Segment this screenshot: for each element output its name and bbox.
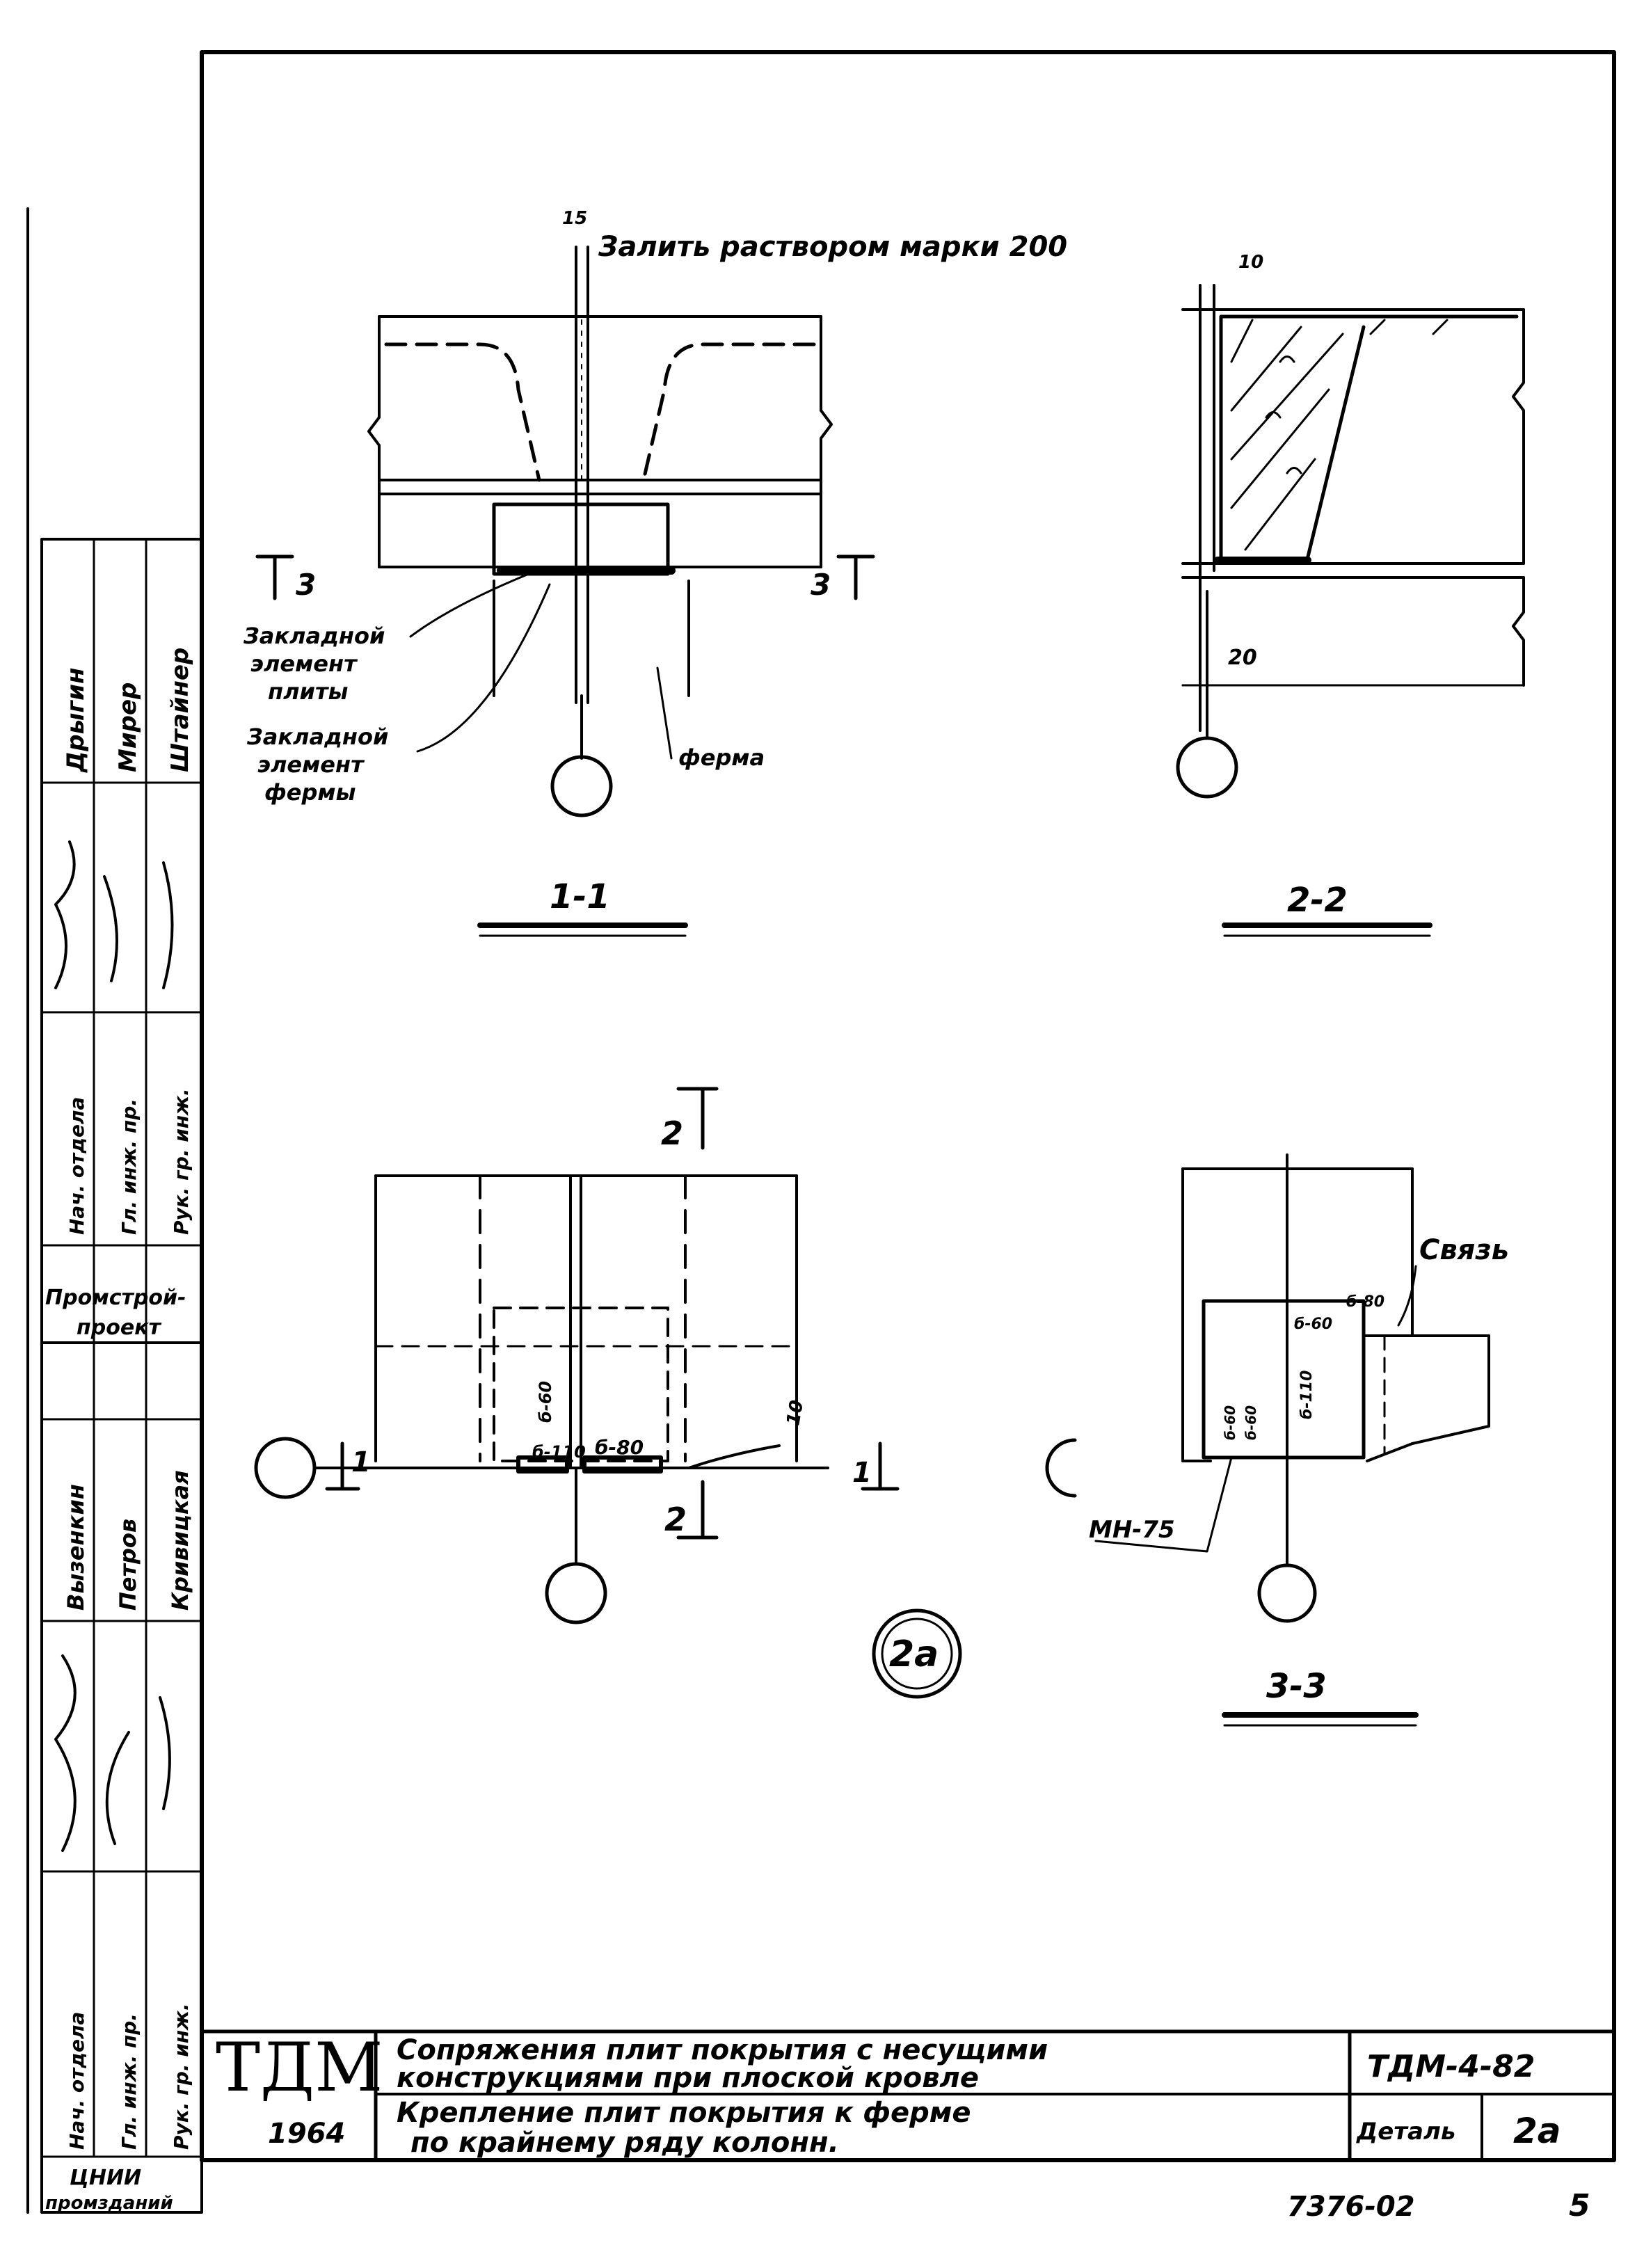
side-stamp: Дрыгин Мирер Штайнер Нач. отдела Гл. инж… (40, 538, 203, 2214)
cut-mark-3-right: 3 (811, 568, 831, 602)
signatures-bottom (54, 1654, 171, 1852)
plan-label-b60: б-60 (536, 1381, 555, 1423)
stamp-role-bottom-2: Гл. инж. пр. (118, 2013, 141, 2150)
axis-bubble-plan-left (254, 1437, 317, 1499)
label-zakl-plity: Закладной элемент плиты (243, 623, 393, 705)
logo-tdm: ТДМ (216, 2029, 383, 2107)
sheet-frame (200, 50, 1616, 2162)
detail-value: 2а (1513, 2111, 1561, 2151)
detail-label: Деталь (1356, 2118, 1455, 2146)
cut-mark-2-bottom: 2 (664, 1501, 687, 1538)
stamp-org-bottom-2: промзданий (45, 2193, 173, 2214)
label-zakl-fermy: Закладной элемент фермы (246, 724, 397, 806)
dim-15: 15 (562, 208, 587, 229)
axis-bubble-2-2 (1176, 736, 1238, 799)
stamp-name-shtainer: Штайнер (166, 648, 194, 772)
section-3-3: б-60 б-80 б-110 б-60 б-60 Связь МН-75 3-… (1045, 1153, 1509, 1727)
cut-mark-1-right: 1 (852, 1457, 872, 1489)
title-year: 1964 (268, 2118, 345, 2150)
stamp-role-top-3: Рук. гр. инж. (170, 1088, 193, 1235)
stamp-name-krivitskaya: Кривицкая (167, 1470, 193, 1611)
stamp-role-top-2: Гл. инж. пр. (118, 1099, 141, 1235)
title-line-2: конструкциями при плоской кровле (397, 2062, 979, 2094)
footer-number: 7376-02 (1287, 2191, 1415, 2223)
stamp-name-drygin: Дрыгин (62, 668, 90, 773)
plan-label-b80: б-80 (595, 1436, 644, 1459)
axis-bubble-plan-bottom (545, 1562, 607, 1624)
stamp-org-top-2: проект (77, 1316, 162, 1340)
plan-view: б-60 б-110 б-80 10 2 2 1 1 2а (254, 1087, 962, 1699)
label-svyaz: Связь (1419, 1234, 1509, 1266)
stamp-role-top-1: Нач. отдела (65, 1097, 88, 1235)
cut-mark-2-top: 2 (661, 1115, 683, 1152)
plan-label-b110: б-110 (532, 1442, 586, 1462)
subtitle-line-2: по крайнему ряду колонн. (410, 2127, 839, 2159)
stamp-name-petrov: Петров (115, 1519, 141, 1611)
stamp-name-vyzenkin: Вызенкин (63, 1484, 89, 1611)
s33-label-b60: б-60 (1294, 1316, 1332, 1333)
section-2-2: 10 20 2-2 (1176, 252, 1525, 937)
axis-bubble-1-1 (550, 755, 613, 817)
s33-label-b110: б-110 (1298, 1371, 1316, 1419)
label-mn75: МН-75 (1089, 1516, 1175, 1544)
dim-10-plan: 10 (783, 1398, 808, 1427)
s33-label-b60-a: б-60 (1222, 1405, 1238, 1440)
label-ferma: ферма (678, 744, 765, 771)
doc-code: ТДМ-4-82 (1367, 2049, 1535, 2084)
subtitle-line-1: Крепление плит покрытия к ферме (397, 2097, 971, 2129)
axis-bubble-3-3 (1257, 1563, 1317, 1623)
section-title-3-3: 3-3 (1266, 1667, 1327, 1706)
dim-10-top: 10 (1238, 252, 1263, 273)
stamp-name-mirer: Мирер (114, 682, 142, 772)
s33-label-b80: б-80 (1346, 1293, 1384, 1311)
detail-mark-circle (872, 1608, 962, 1699)
detail-mark: 2а (889, 1634, 939, 1675)
section-title-2-2: 2-2 (1287, 881, 1348, 920)
title-block: ТДМ 1964 Сопряжения плит покрытия с несу… (200, 2029, 1616, 2162)
s33-label-b60-b: б-60 (1243, 1405, 1259, 1440)
dim-20: 20 (1228, 646, 1257, 670)
top-note: Залить раствором марки 200 (598, 231, 1067, 263)
section-title-1-1: 1-1 (550, 877, 610, 916)
cut-mark-1-left: 1 (351, 1446, 371, 1478)
signatures-top (54, 840, 174, 989)
section-1-1: 3 3 Закладной элемент плиты Закладной эл… (243, 246, 875, 937)
footer-page: 5 (1569, 2188, 1590, 2223)
cut-mark-3-left: 3 (296, 568, 316, 602)
stamp-role-bottom-1: Нач. отдела (65, 2012, 88, 2150)
title-line-1: Сопряжения плит покрытия с несущими (397, 2034, 1048, 2066)
stamp-org-top-1: Промстрой- (45, 1286, 186, 1310)
stamp-org-bottom-1: ЦНИИ (70, 2166, 141, 2190)
stamp-role-bottom-3: Рук. гр. инж. (170, 2003, 193, 2150)
